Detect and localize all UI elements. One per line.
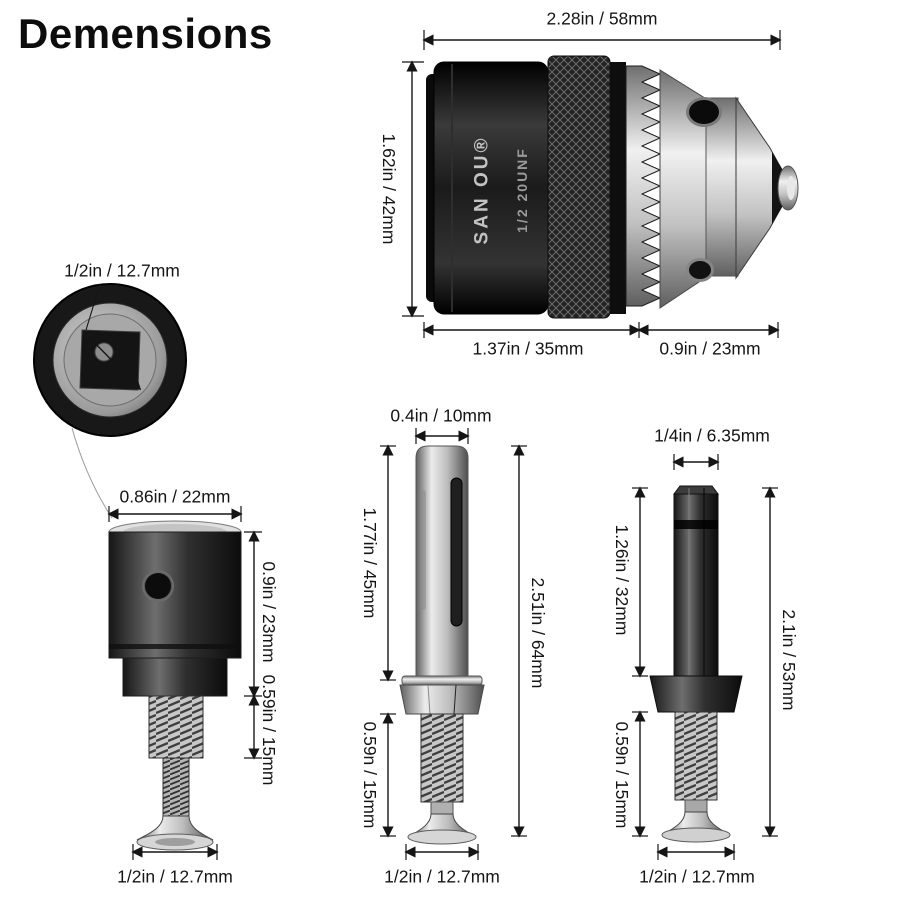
sds-thread-label: 0.59n / 15mm [359, 721, 380, 829]
sds-tip-label: 1/2in / 12.7mm [384, 866, 500, 887]
sds-adapter-illustration [399, 445, 485, 845]
socket-square-size-label: 1/2in / 12.7mm [64, 260, 180, 281]
hex-adapter-dimensions [632, 454, 778, 860]
square-adapter-thread-label: 0.59in / 15mm [258, 674, 279, 786]
square-adapter-body-label: 0.9in / 23mm [258, 561, 279, 663]
hex-detent-groove [674, 520, 718, 529]
chuck-body-length-label: 1.37in / 35mm [472, 338, 584, 359]
hex-adapter-thread [674, 711, 718, 801]
chuck-height-label: 1.62in / 42mm [378, 133, 399, 245]
chuck-key-hole [689, 100, 719, 124]
chuck-gear-teeth [625, 65, 662, 307]
hex-shank-length-label: 1.26in / 32mm [611, 524, 632, 636]
hex-tip-label: 1/2in / 12.7mm [639, 866, 755, 887]
sds-adapter-thread [420, 713, 464, 803]
chuck-engraving-brand: SAN OU® [471, 135, 493, 245]
chuck-nose-length-label: 0.9in / 23mm [659, 338, 761, 359]
adapter-cross-hole [145, 573, 171, 599]
square-adapter-thread [148, 695, 204, 759]
hex-shank-width-label: 1/4in / 6.35mm [654, 425, 770, 446]
hex-total-length-label: 2.1in / 53mm [778, 609, 799, 711]
sds-shank-length-label: 1.77in / 45mm [359, 507, 380, 619]
hex-adapter-illustration [649, 485, 743, 843]
chuck-engraving-spec: 1/2 20UNF [514, 147, 530, 233]
sds-groove [450, 477, 463, 627]
sds-shank-width-label: 0.4in / 10mm [390, 405, 492, 426]
square-adapter-dimensions [107, 506, 262, 860]
hex-thread-label: 0.59n / 15mm [611, 721, 632, 829]
page-title: Demensions [18, 10, 273, 57]
chuck-width-label: 2.28in / 58mm [546, 8, 658, 29]
chuck-dimensions [402, 30, 782, 338]
square-adapter-width-label: 0.86in / 22mm [119, 486, 231, 507]
socket-view-illustration [33, 283, 187, 519]
sds-adapter-dimensions [380, 428, 527, 860]
socket-dimensions [82, 283, 142, 391]
square-adapter-tip-label: 1/2in / 12.7mm [117, 866, 233, 887]
sds-total-length-label: 2.51in / 64mm [527, 577, 548, 689]
chuck-illustration [426, 55, 799, 319]
square-drive-hole [79, 329, 141, 391]
square-adapter-illustration [108, 520, 242, 851]
